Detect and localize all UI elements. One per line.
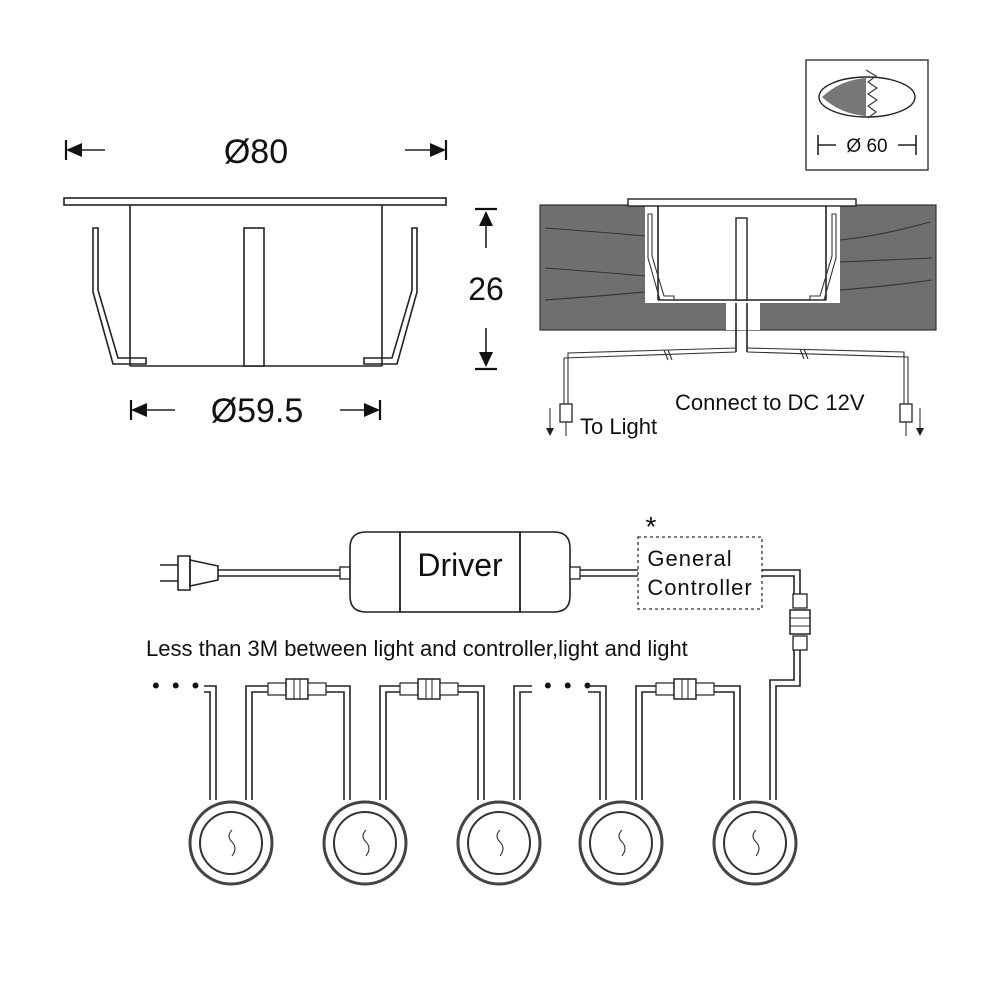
led-light-3	[456, 800, 542, 886]
hole-cutout-inset: Ø 60	[805, 59, 929, 171]
led-light-5	[712, 800, 798, 886]
light-symbol-icon	[228, 829, 236, 857]
installed-flange	[627, 198, 857, 207]
light-symbol-icon	[496, 829, 504, 857]
led-light-4	[578, 800, 664, 886]
wiring-diagram: Driver General Controller * Less than 3M…	[146, 511, 811, 886]
light-flange	[63, 197, 447, 206]
bottom-diameter-dimension: Ø59.5	[129, 392, 382, 430]
right-spring-clip	[363, 227, 418, 365]
controller-label-line1: General	[647, 546, 732, 571]
general-controller-box: General Controller *	[637, 511, 763, 610]
connect-dc-label: Connect to DC 12V	[675, 390, 865, 415]
driver-box: Driver	[349, 531, 581, 613]
controller-cable-connector	[789, 593, 811, 651]
light-symbol-icon	[618, 829, 626, 857]
continuation-dots-middle: • • •	[544, 673, 594, 698]
optional-mark: *	[646, 511, 657, 542]
left-spring-clip	[92, 227, 147, 365]
top-diameter-dimension: Ø80	[64, 133, 448, 171]
continuation-dots-left: • • •	[152, 673, 202, 698]
light-symbol-icon	[362, 829, 370, 857]
light-side-profile: Ø80 26 Ø5	[63, 133, 504, 430]
light-symbol-icon	[752, 829, 760, 857]
distance-note: Less than 3M between light and controlle…	[146, 636, 688, 661]
top-diameter-label: Ø80	[224, 133, 288, 171]
installation-cross-section: To Light Connect to DC 12V	[539, 198, 937, 439]
center-post	[243, 227, 265, 367]
dc-input-connector	[899, 403, 913, 423]
led-light-1	[188, 800, 274, 886]
saw-cut-icon	[865, 69, 878, 119]
power-plug-icon	[160, 555, 351, 591]
bottom-diameter-label: Ø59.5	[211, 392, 304, 430]
inline-connector-2	[399, 678, 459, 700]
inline-connector-1	[267, 678, 327, 700]
to-light-connector	[559, 403, 573, 423]
height-dimension: 26	[468, 207, 504, 371]
driver-label: Driver	[417, 547, 503, 583]
to-light-label: To Light	[580, 414, 657, 439]
inline-connector-3	[655, 678, 715, 700]
led-light-2	[322, 800, 408, 886]
hole-diameter-label: Ø 60	[846, 136, 887, 157]
height-label: 26	[468, 271, 504, 307]
controller-label-line2: Controller	[647, 575, 752, 600]
